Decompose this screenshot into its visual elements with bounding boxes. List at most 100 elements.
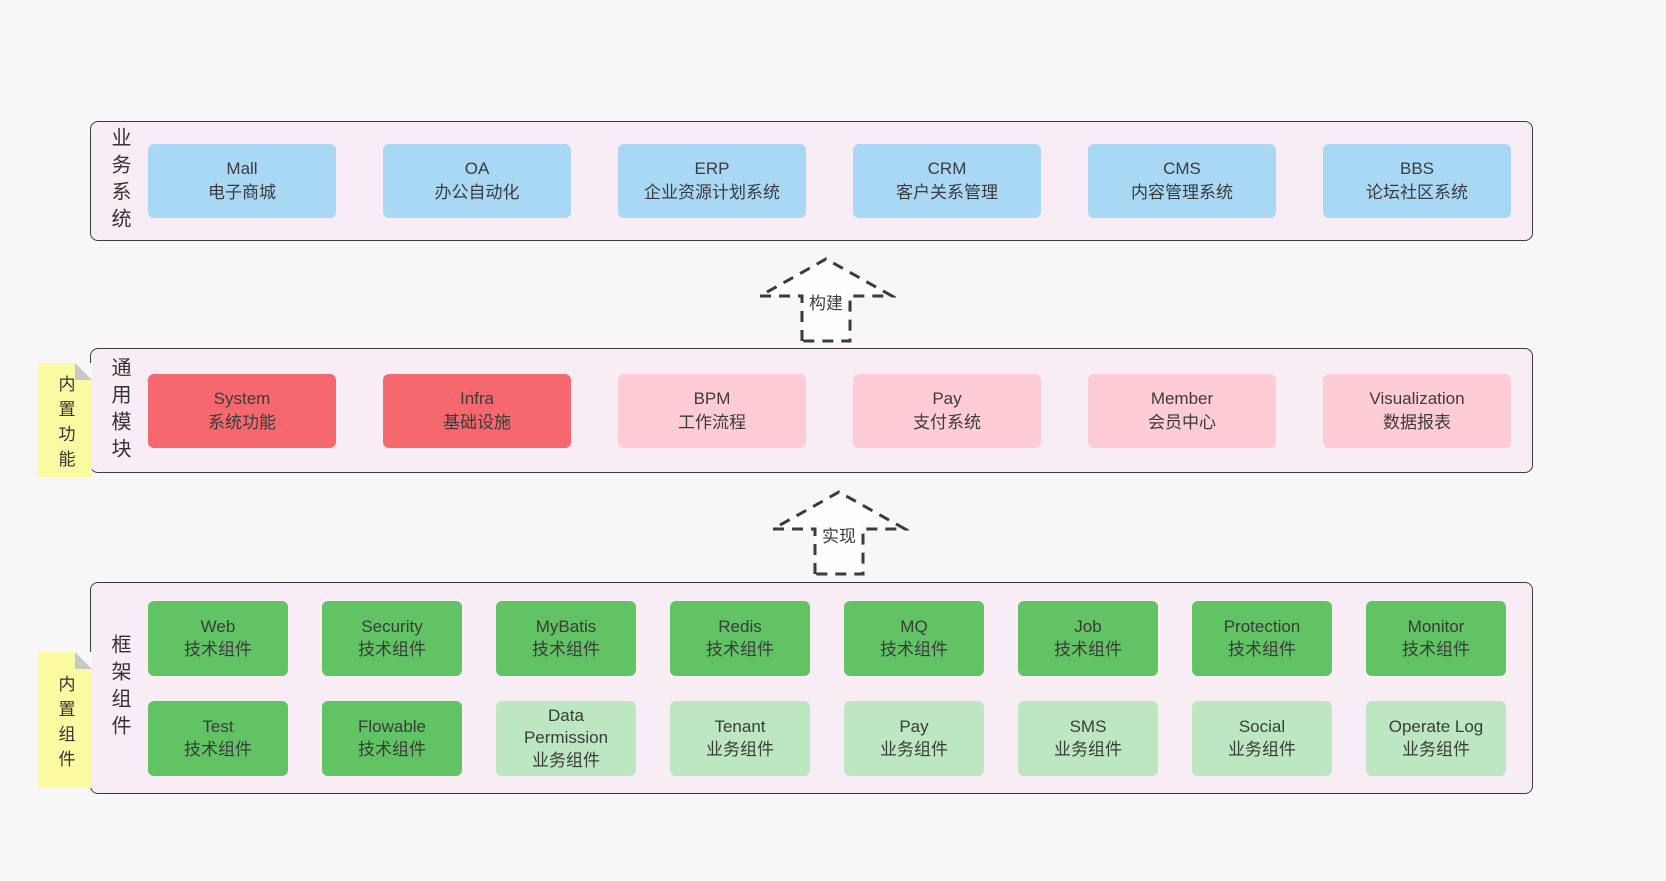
box-title: Redis	[718, 617, 762, 637]
box-title: System	[213, 388, 271, 408]
box-title: Pay	[899, 717, 929, 737]
box-web: Web 技术组件	[148, 601, 288, 676]
box-flowable: Flowable 技术组件	[322, 701, 462, 776]
box-subtitle: 会员中心	[1148, 412, 1216, 432]
box-bpm: BPM 工作流程	[618, 373, 806, 448]
arrow-build: 构建	[756, 255, 896, 343]
box-title: Member	[1150, 388, 1214, 408]
box-title: Visualization	[1369, 388, 1465, 408]
box-subtitle: 技术组件	[532, 639, 600, 659]
box-title: Data Permission	[523, 706, 609, 748]
box-title: Tenant	[714, 717, 766, 737]
box-subtitle: 业务组件	[532, 750, 600, 770]
box-title: CRM	[927, 159, 967, 179]
box-title: Security	[361, 617, 423, 637]
box-subtitle: 系统功能	[208, 412, 276, 432]
box-subtitle: 办公自动化	[434, 183, 520, 202]
box-title: Operate Log	[1388, 717, 1484, 737]
box-title: SMS	[1069, 717, 1107, 737]
note-label: 内置功能	[55, 375, 75, 475]
box-social: Social 业务组件	[1192, 701, 1332, 776]
box-subtitle: 业务组件	[1054, 739, 1122, 759]
box-redis: Redis 技术组件	[670, 601, 810, 676]
layer-business-systems: 业务系统 Mall 电子商城 OA 办公自动化 ERP 企业资源计划系统 CRM…	[90, 121, 1533, 241]
note-label: 内置组件	[55, 675, 75, 775]
box-subtitle: 技术组件	[184, 639, 252, 659]
box-subtitle: 技术组件	[1228, 639, 1296, 659]
box-subtitle: 工作流程	[678, 412, 746, 432]
box-subtitle: 技术组件	[358, 739, 426, 759]
box-title: Test	[202, 717, 234, 737]
box-pay-biz: Pay 业务组件	[844, 701, 984, 776]
box-oa: OA 办公自动化	[383, 144, 571, 218]
arrow-implement: 实现	[769, 488, 909, 576]
box-data-permission: Data Permission 业务组件	[496, 701, 636, 776]
box-protection: Protection 技术组件	[1192, 601, 1332, 676]
box-job: Job 技术组件	[1018, 601, 1158, 676]
box-member: Member 会员中心	[1088, 373, 1276, 448]
box-title: Social	[1238, 717, 1286, 737]
box-title: Mall	[226, 159, 258, 179]
box-cms: CMS 内容管理系统	[1088, 144, 1276, 218]
box-subtitle: 业务组件	[880, 739, 948, 759]
box-title: BBS	[1399, 159, 1435, 179]
box-bbs: BBS 论坛社区系统	[1323, 144, 1511, 218]
box-title: Monitor	[1407, 617, 1465, 637]
box-subtitle: 技术组件	[184, 739, 252, 759]
box-mall: Mall 电子商城	[148, 144, 336, 218]
box-mq: MQ 技术组件	[844, 601, 984, 676]
box-test: Test 技术组件	[148, 701, 288, 776]
layer-framework-components: 框架组件 Web 技术组件 Security 技术组件 MyBatis 技术组件…	[90, 582, 1533, 794]
box-title: Protection	[1223, 617, 1301, 637]
common-modules-row: System 系统功能 Infra 基础设施 BPM 工作流程 Pay 支付系统…	[148, 373, 1511, 448]
biz-components-row: Test 技术组件 Flowable 技术组件 Data Permission …	[148, 701, 1506, 776]
box-operate-log: Operate Log 业务组件	[1366, 701, 1506, 776]
framework-components-rows: Web 技术组件 Security 技术组件 MyBatis 技术组件 Redi…	[148, 601, 1506, 776]
box-title: MyBatis	[535, 617, 597, 637]
box-tenant: Tenant 业务组件	[670, 701, 810, 776]
arrow-label: 实现	[819, 522, 859, 547]
box-title: MQ	[900, 617, 928, 637]
box-subtitle: 业务组件	[1228, 739, 1296, 759]
box-title: Pay	[932, 388, 962, 408]
tech-components-row: Web 技术组件 Security 技术组件 MyBatis 技术组件 Redi…	[148, 601, 1506, 676]
box-subtitle: 业务组件	[706, 739, 774, 759]
box-subtitle: 业务组件	[1402, 739, 1470, 759]
layer-label-framework-components: 框架组件	[108, 634, 130, 742]
box-subtitle: 技术组件	[358, 639, 426, 659]
box-title: CMS	[1163, 159, 1201, 179]
box-subtitle: 技术组件	[1402, 639, 1470, 659]
box-system: System 系统功能	[148, 373, 336, 448]
box-erp: ERP 企业资源计划系统	[618, 144, 806, 218]
box-monitor: Monitor 技术组件	[1366, 601, 1506, 676]
box-subtitle: 论坛社区系统	[1366, 183, 1468, 202]
box-pay: Pay 支付系统	[853, 373, 1041, 448]
box-subtitle: 技术组件	[706, 639, 774, 659]
box-subtitle: 数据报表	[1383, 412, 1451, 432]
layer-label-common-modules: 通用模块	[108, 356, 130, 465]
box-title: Job	[1074, 617, 1102, 637]
box-title: Infra	[459, 388, 495, 408]
box-subtitle: 支付系统	[913, 412, 981, 432]
box-crm: CRM 客户关系管理	[853, 144, 1041, 218]
box-subtitle: 技术组件	[880, 639, 948, 659]
box-subtitle: 基础设施	[443, 412, 511, 432]
sticky-note-builtin-components: 内置组件	[38, 652, 92, 788]
box-title: OA	[464, 159, 490, 179]
box-title: Web	[200, 617, 236, 637]
box-subtitle: 客户关系管理	[896, 183, 998, 202]
business-systems-row: Mall 电子商城 OA 办公自动化 ERP 企业资源计划系统 CRM 客户关系…	[148, 144, 1511, 218]
box-subtitle: 电子商城	[208, 183, 276, 202]
box-security: Security 技术组件	[322, 601, 462, 676]
box-infra: Infra 基础设施	[383, 373, 571, 448]
box-title: ERP	[694, 159, 730, 179]
box-subtitle: 企业资源计划系统	[644, 183, 780, 202]
box-visualization: Visualization 数据报表	[1323, 373, 1511, 448]
box-sms: SMS 业务组件	[1018, 701, 1158, 776]
layer-label-business-systems: 业务系统	[108, 127, 130, 235]
box-mybatis: MyBatis 技术组件	[496, 601, 636, 676]
box-subtitle: 内容管理系统	[1131, 183, 1233, 202]
box-title: BPM	[693, 388, 731, 408]
sticky-note-builtin-features: 内置功能	[38, 363, 92, 477]
